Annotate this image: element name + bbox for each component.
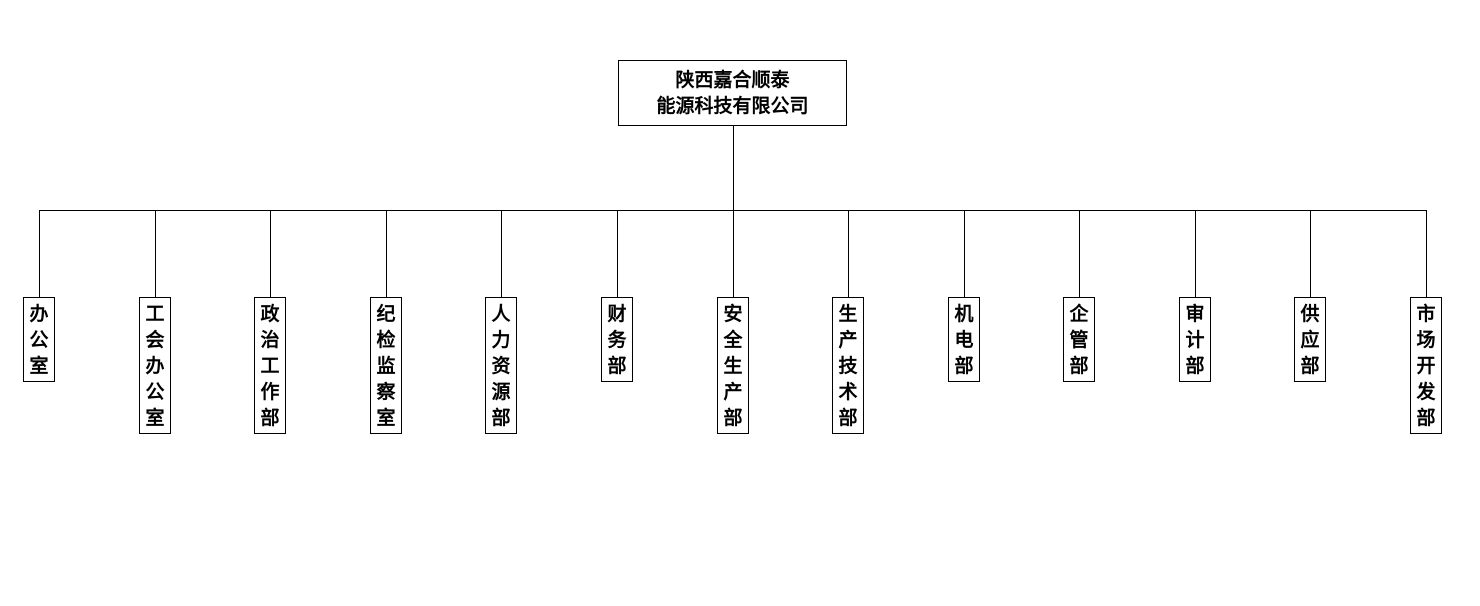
department-label-char: 会 [145,329,165,351]
department-label: 供应部 [1300,301,1319,379]
root-company-name-line2: 能源科技有限公司 [656,95,809,117]
department-label-char: 部 [723,407,743,429]
department-label: 审计部 [1185,301,1204,379]
department-label: 机电部 [954,301,973,379]
department-label-char: 部 [260,407,280,429]
department-label-char: 公 [29,329,49,351]
root-company-name-line1: 陕西嘉合顺泰 [675,69,790,91]
department-label-char: 纪 [376,303,396,325]
department-label-char: 工 [260,355,280,377]
department-label-char: 部 [607,355,627,377]
department-label-char: 办 [29,303,49,325]
department-label-char: 计 [1185,329,1205,351]
department-label-char: 生 [723,355,743,377]
department-label-char: 工 [145,303,165,325]
department-label-char: 安 [723,303,743,325]
department-box: 纪检监察室 [370,297,402,434]
department-label-char: 室 [145,407,165,429]
department-label-char: 监 [376,355,396,377]
department-label: 办公室 [29,301,48,379]
department-label-char: 术 [838,381,858,403]
department-label-char: 产 [838,329,858,351]
department-label-char: 技 [838,355,858,377]
department-label-char: 发 [1416,381,1436,403]
department-label-char: 部 [954,355,974,377]
department-label: 安全生产部 [723,301,742,431]
department-label-char: 室 [29,355,49,377]
department-box: 企管部 [1063,297,1095,382]
department-label-char: 检 [376,329,396,351]
department-label-char: 政 [260,303,280,325]
department-label-char: 部 [838,407,858,429]
department-box: 审计部 [1179,297,1211,382]
department-box: 办公室 [23,297,55,382]
department-box: 政治工作部 [254,297,286,434]
department-label-char: 应 [1300,329,1320,351]
department-label: 工会办公室 [145,301,164,431]
department-label-char: 部 [1069,355,1089,377]
department-label-char: 管 [1069,329,1089,351]
department-label-char: 开 [1416,355,1436,377]
department-label-char: 审 [1185,303,1205,325]
department-label-char: 部 [1300,355,1320,377]
department-label-char: 资 [491,355,511,377]
department-label-char: 部 [1185,355,1205,377]
department-box: 人力资源部 [485,297,517,434]
department-label-char: 供 [1300,303,1320,325]
department-box: 供应部 [1294,297,1326,382]
department-box: 工会办公室 [139,297,171,434]
department-label-char: 市 [1416,303,1436,325]
department-label-char: 治 [260,329,280,351]
department-label-char: 全 [723,329,743,351]
department-label: 纪检监察室 [376,301,395,431]
department-label-char: 企 [1069,303,1089,325]
department-label: 生产技术部 [838,301,857,431]
department-label-char: 作 [260,381,280,403]
department-label-char: 财 [607,303,627,325]
department-box: 生产技术部 [832,297,864,434]
department-label-char: 部 [491,407,511,429]
department-label-char: 察 [376,381,396,403]
department-label-char: 产 [723,381,743,403]
department-label-char: 务 [607,329,627,351]
department-label-char: 公 [145,381,165,403]
department-label-char: 办 [145,355,165,377]
root-company-box: 陕西嘉合顺泰 能源科技有限公司 [618,60,847,126]
department-label: 市场开发部 [1416,301,1435,431]
department-box: 机电部 [948,297,980,382]
department-label: 人力资源部 [491,301,510,431]
department-label-char: 室 [376,407,396,429]
department-label: 企管部 [1069,301,1088,379]
department-label-char: 场 [1416,329,1436,351]
department-label-char: 部 [1416,407,1436,429]
department-box: 安全生产部 [717,297,749,434]
department-label-char: 电 [954,329,974,351]
department-label-char: 力 [491,329,511,351]
department-label-char: 源 [491,381,511,403]
department-label-char: 人 [491,303,511,325]
department-label: 政治工作部 [260,301,279,431]
department-label: 财务部 [607,301,626,379]
department-box: 市场开发部 [1410,297,1442,434]
department-label-char: 生 [838,303,858,325]
department-label-char: 机 [954,303,974,325]
department-box: 财务部 [601,297,633,382]
